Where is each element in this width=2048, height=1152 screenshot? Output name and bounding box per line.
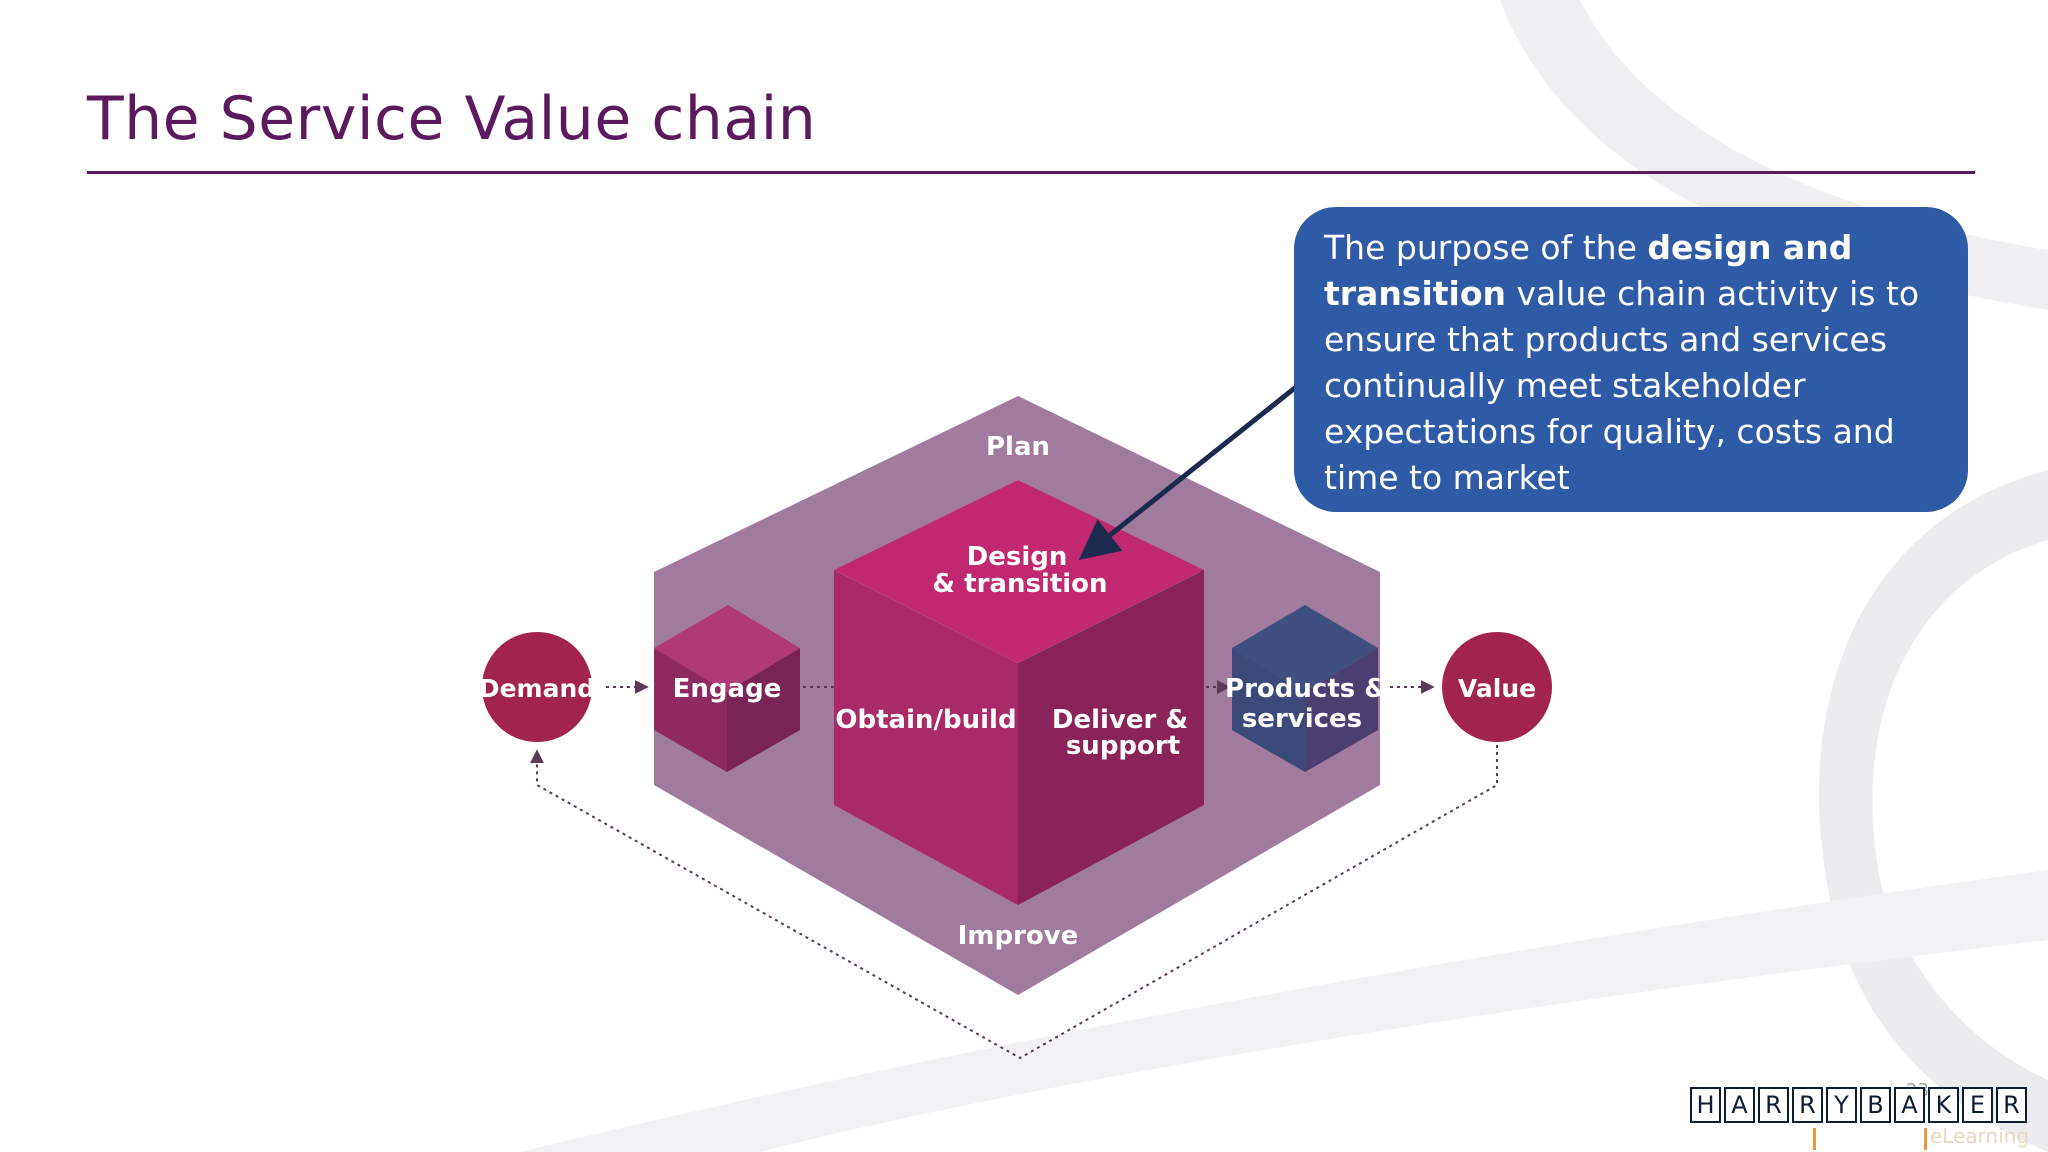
logo-accent-bar [1924, 1128, 1927, 1150]
engage-cube [654, 605, 800, 772]
products-services-label-line1: Products & [1225, 674, 1387, 704]
products-services-label-line2: services [1242, 704, 1362, 734]
logo-letter: R [1996, 1087, 2027, 1123]
logo-letter: R [1792, 1087, 1823, 1123]
callout-text-bold: design and transition [1324, 228, 1853, 313]
design-label-line1: Design [967, 542, 1068, 572]
logo-letter: K [1928, 1087, 1959, 1123]
value-circle [1442, 632, 1552, 742]
logo-letter: B [1860, 1087, 1891, 1123]
callout-text-pre: The purpose of the [1324, 228, 1648, 267]
callout-pointer-arrow [1078, 358, 1332, 560]
deliver-support-label-line2: support [1066, 731, 1180, 761]
demand-label: Demand [479, 674, 595, 703]
title-underline [87, 171, 1975, 174]
logo-letter: R [1758, 1087, 1789, 1123]
improve-label: Improve [958, 921, 1079, 951]
deliver-support-label-line1: Deliver & [1052, 705, 1188, 735]
logo-subtitle: eLearning [1930, 1124, 2030, 1148]
logo-letter: H [1690, 1087, 1721, 1123]
design-label-line2: & transition [932, 569, 1107, 599]
logo-accent-bar [1813, 1128, 1816, 1150]
design-transition-callout: The purpose of the design and transition… [1294, 207, 1968, 512]
logo-letter: A [1894, 1087, 1925, 1123]
logo-letter: A [1724, 1087, 1755, 1123]
obtain-build-label: Obtain/build [835, 705, 1016, 735]
plan-label: Plan [986, 432, 1050, 462]
value-label: Value [1458, 674, 1536, 703]
callout-text-post: value chain activity is to ensure that p… [1324, 274, 1920, 497]
products-services-cube [1232, 605, 1378, 772]
slide-title: The Service Value chain [87, 84, 817, 154]
engage-label: Engage [673, 674, 782, 704]
logo-letter: Y [1826, 1087, 1857, 1123]
logo-letter: E [1962, 1087, 1993, 1123]
feedback-loop-arrow [530, 745, 1498, 1060]
plan-improve-frame [654, 396, 1380, 995]
harrybaker-logo: H A R R Y B A K E R [1690, 1087, 2027, 1125]
demand-circle [482, 632, 592, 742]
